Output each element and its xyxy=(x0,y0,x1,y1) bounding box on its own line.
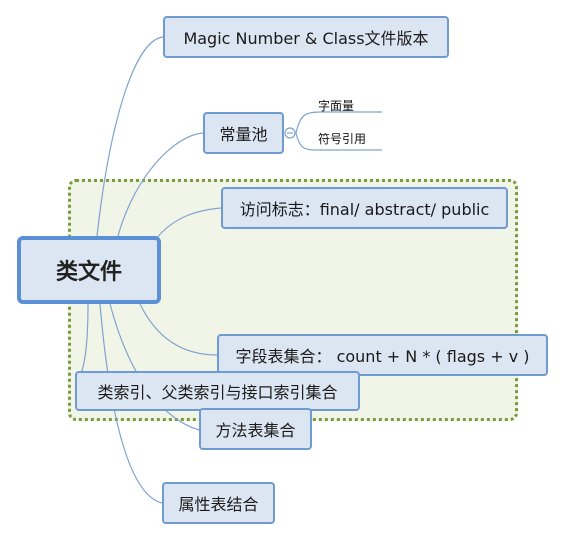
connector-magic xyxy=(96,36,164,237)
node-magic-number[interactable]: Magic Number & Class文件版本 xyxy=(163,16,449,58)
leaf-literal[interactable]: 字面量 xyxy=(318,99,355,113)
connector-methods xyxy=(109,303,200,431)
node-class-index[interactable]: 类索引、父类索引与接口索引集合 xyxy=(75,371,360,411)
connector-constant-pool xyxy=(117,132,204,237)
node-field-table[interactable]: 字段表集合： count + N * ( flags + v ) xyxy=(217,334,548,376)
node-access-flags[interactable]: 访问标志：final/ abstract/ public xyxy=(221,187,508,229)
connector-access-flags xyxy=(154,207,222,241)
connector-class-index xyxy=(79,303,89,377)
connector-fields xyxy=(139,303,218,356)
connector-attributes xyxy=(99,303,163,504)
leaf-symbolic-reference[interactable]: 符号引用 xyxy=(318,132,367,146)
node-attribute-table[interactable]: 属性表结合 xyxy=(162,482,275,524)
node-method-table[interactable]: 方法表集合 xyxy=(199,408,312,450)
node-constant-pool[interactable]: 常量池 xyxy=(203,112,284,154)
connector-constant-pool-children xyxy=(295,111,382,151)
root-node-class-file[interactable]: 类文件 xyxy=(17,236,161,304)
